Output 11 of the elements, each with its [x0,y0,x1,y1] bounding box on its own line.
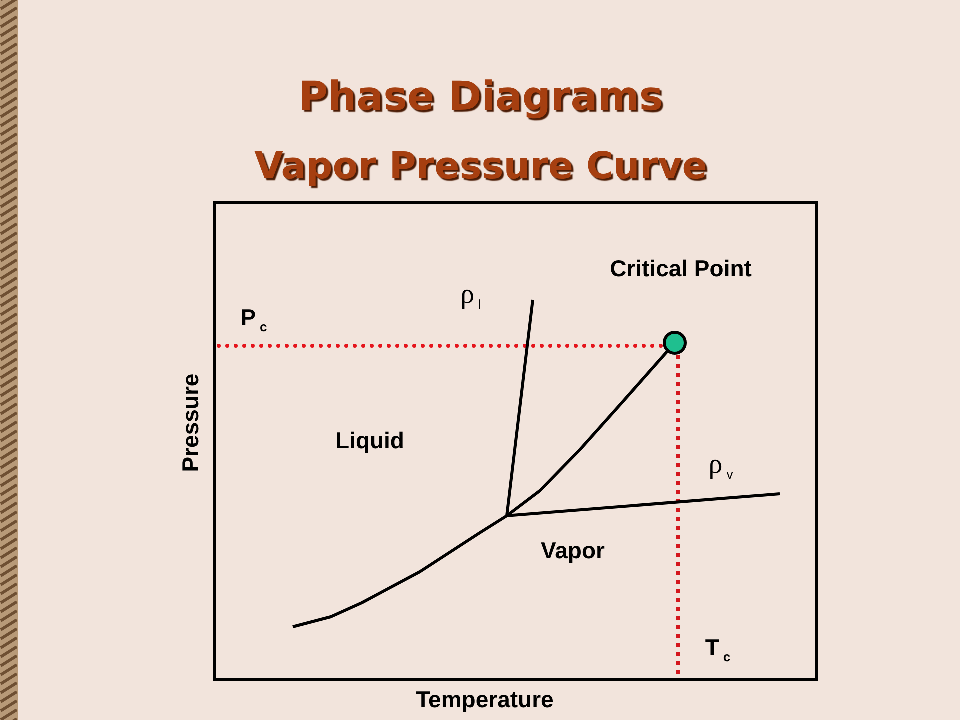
point-label: Critical Point [610,258,752,280]
density-symbol: ρ$_{l}$ [460,281,482,311]
title: Phase Diagrams [298,77,664,117]
axis-label: Pressure [180,374,202,472]
temperature-symbol: T$_{c}$ [705,636,731,664]
subtitle: Vapor Pressure Curve [254,148,708,184]
phase-label: Liquid [336,430,404,452]
phase-label: Vapor [541,540,605,562]
pressure-symbol: P$_{c}$ [240,306,268,334]
density-symbol: ρ$_{v}$ [708,451,734,481]
axis-label: Temperature [416,688,554,712]
